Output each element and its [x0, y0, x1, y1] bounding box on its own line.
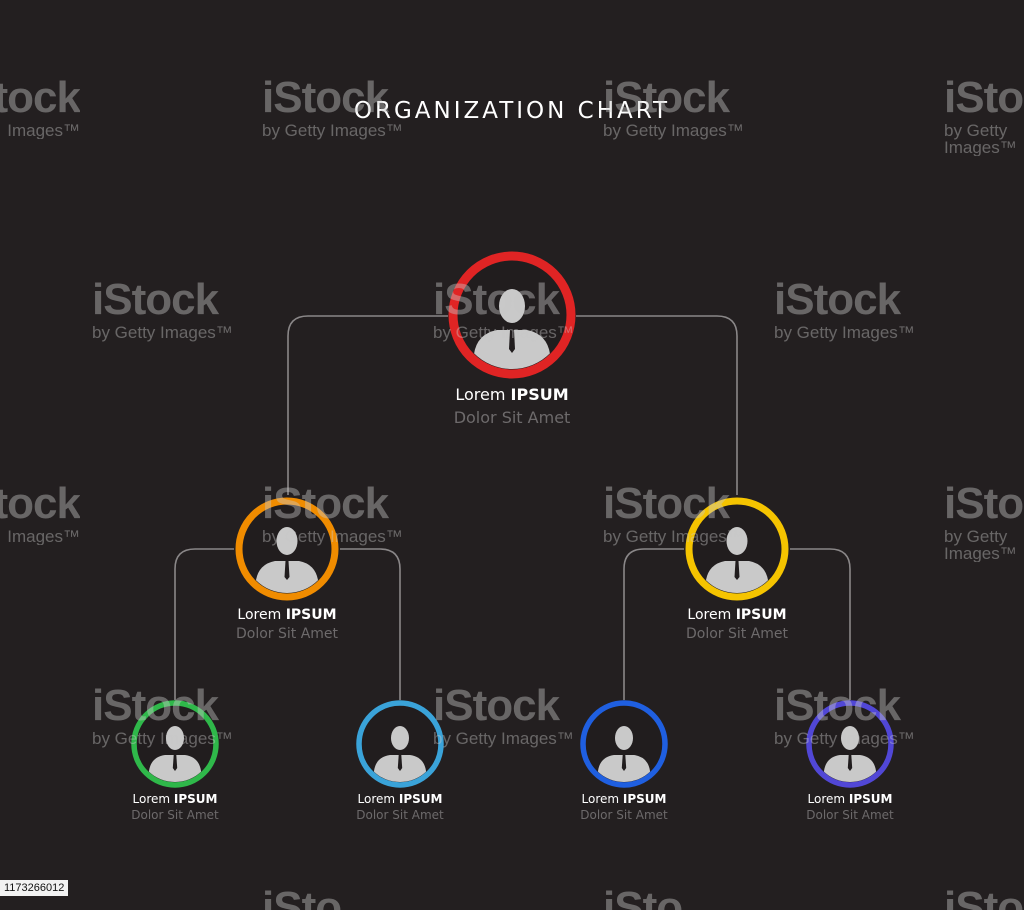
node-name-leaf-3: Lorem IPSUM	[544, 792, 704, 806]
node-first-name: Lorem	[237, 607, 282, 623]
node-last-name: IPSUM	[848, 792, 893, 806]
connector-mid-right-leaf-3	[623, 548, 684, 700]
node-last-name: IPSUM	[398, 792, 443, 806]
node-last-name: IPSUM	[285, 607, 337, 623]
node-first-name: Lorem	[687, 607, 732, 623]
node-name-leaf-2: Lorem IPSUM	[320, 792, 480, 806]
connector-mid-left-leaf-2	[340, 548, 401, 700]
person-icon	[806, 700, 894, 788]
person-icon	[131, 700, 219, 788]
node-name-mid-right: Lorem IPSUM	[657, 607, 817, 623]
connector-top-mid-left	[287, 315, 448, 495]
node-last-name: IPSUM	[510, 385, 569, 404]
person-icon	[235, 497, 339, 601]
person-icon	[356, 700, 444, 788]
node-first-name: Lorem	[807, 792, 846, 806]
person-icon	[448, 251, 576, 379]
connector-top-mid-right	[576, 315, 738, 495]
node-role-mid-right: Dolor Sit Amet	[685, 626, 789, 642]
node-first-name: Lorem	[581, 792, 620, 806]
node-role-leaf-2: Dolor Sit Amet	[356, 808, 444, 822]
avatar-mid-right	[684, 496, 790, 602]
node-name-mid-left: Lorem IPSUM	[207, 607, 367, 623]
node-role-top: Dolor Sit Amet	[453, 408, 571, 427]
node-last-name: IPSUM	[735, 607, 787, 623]
chart-title: ORGANIZATION CHART	[353, 98, 671, 124]
connector-mid-left-leaf-1	[174, 548, 234, 700]
image-id-label: 1173266012	[0, 880, 69, 896]
node-role-leaf-3: Dolor Sit Amet	[580, 808, 668, 822]
avatar-leaf-1	[130, 699, 220, 789]
node-last-name: IPSUM	[622, 792, 667, 806]
person-icon	[685, 497, 789, 601]
avatar-leaf-2	[355, 699, 445, 789]
person-icon	[580, 700, 668, 788]
node-role-leaf-4: Dolor Sit Amet	[806, 808, 894, 822]
node-name-leaf-1: Lorem IPSUM	[95, 792, 255, 806]
avatar-leaf-3	[579, 699, 669, 789]
node-first-name: Lorem	[132, 792, 171, 806]
node-name-leaf-4: Lorem IPSUM	[770, 792, 930, 806]
avatar-mid-left	[234, 496, 340, 602]
connector-mid-right-leaf-4	[790, 548, 851, 700]
node-role-mid-left: Dolor Sit Amet	[235, 626, 339, 642]
node-last-name: IPSUM	[173, 792, 218, 806]
node-first-name: Lorem	[455, 385, 506, 404]
avatar-leaf-4	[805, 699, 895, 789]
node-first-name: Lorem	[357, 792, 396, 806]
node-role-leaf-1: Dolor Sit Amet	[131, 808, 219, 822]
node-name-top: Lorem IPSUM	[432, 385, 592, 404]
avatar-top	[447, 250, 577, 380]
